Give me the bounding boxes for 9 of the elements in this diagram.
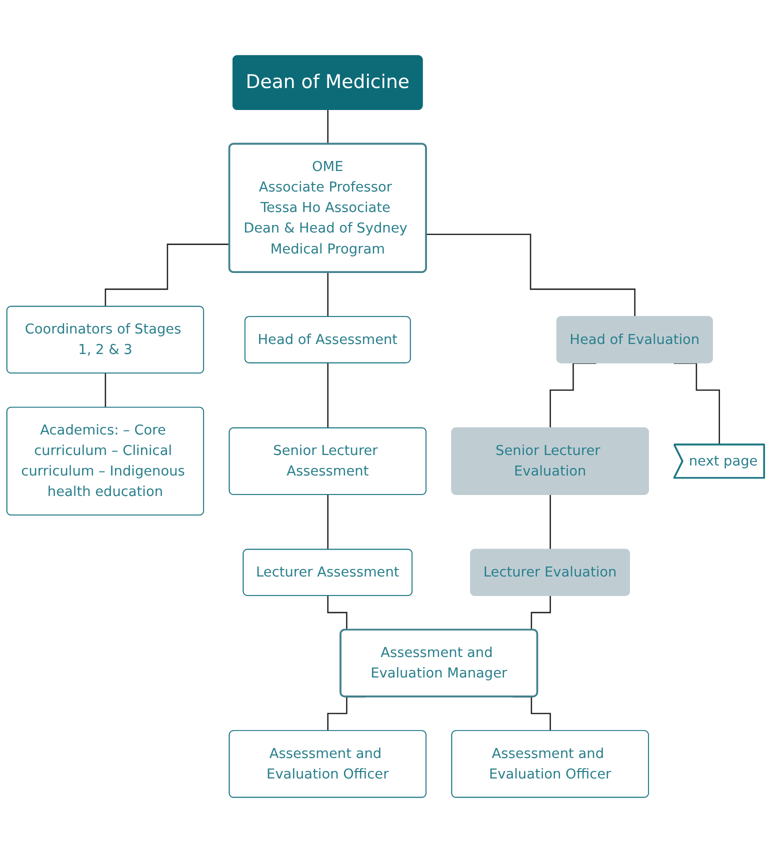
connector: [104, 372, 106, 408]
connector: [426, 234, 636, 318]
connector: [327, 109, 329, 145]
connector: [550, 362, 596, 429]
connector: [104, 244, 230, 308]
connector: [550, 494, 552, 550]
connector: [327, 362, 329, 429]
connector: [327, 494, 329, 550]
connector: [327, 272, 329, 318]
